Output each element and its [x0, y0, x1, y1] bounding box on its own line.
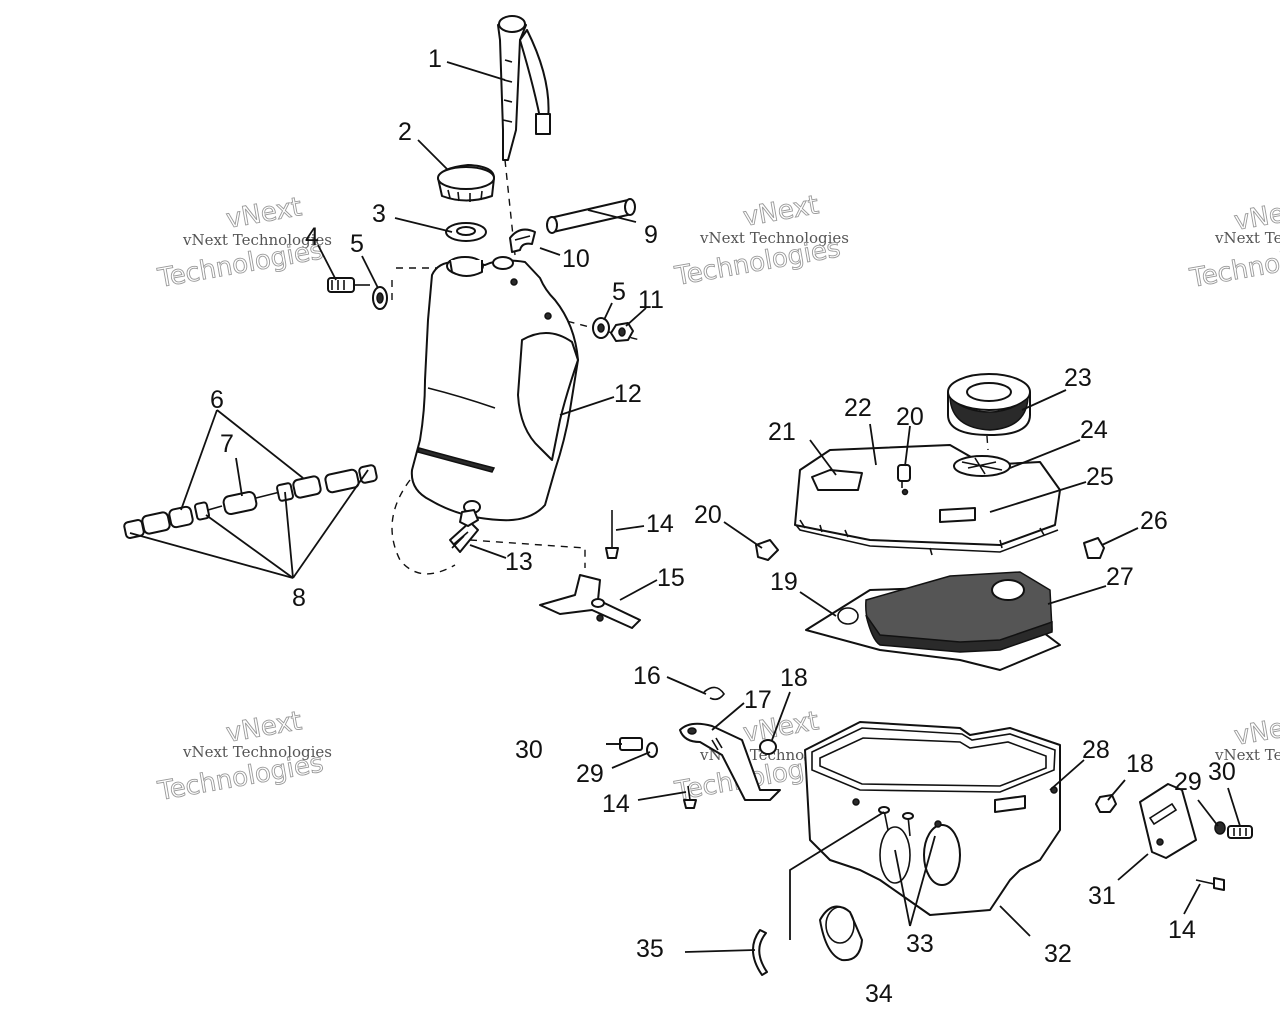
callout-14-left: 14	[602, 790, 630, 818]
part-screw-14-left	[683, 785, 697, 809]
callout-4: 4	[305, 223, 319, 251]
part-bracket-17	[679, 722, 781, 801]
part-outlet-fitting	[449, 509, 479, 553]
callout-22: 22	[844, 394, 872, 422]
part-clip-upper	[897, 464, 911, 488]
callout-2: 2	[398, 118, 412, 146]
part-screws-33	[878, 806, 914, 837]
part-clip-16	[703, 686, 725, 701]
callout-16: 16	[633, 662, 661, 690]
part-nut-18-left	[759, 739, 777, 755]
callout-19: 19	[770, 568, 798, 596]
callout-21: 21	[768, 418, 796, 446]
callout-23: 23	[1064, 364, 1092, 392]
callout-14-right: 14	[1168, 916, 1196, 944]
watermark-word: vNext	[224, 192, 304, 235]
callout-30-right: 30	[1208, 758, 1236, 786]
part-filler-tube	[497, 15, 551, 161]
part-airbox-base	[804, 721, 1061, 916]
part-bolt-30-right	[1227, 825, 1253, 839]
callout-29-right: 29	[1174, 768, 1202, 796]
callout-27: 27	[1106, 563, 1134, 591]
watermark-line: vNext Technologies	[699, 229, 849, 247]
callout-3: 3	[372, 200, 386, 228]
callout-34: 34	[865, 980, 893, 1008]
watermark-word: vNext	[741, 190, 821, 233]
part-fuel-line-set	[123, 464, 378, 539]
watermark-line: vNext Technologies	[1214, 229, 1280, 247]
callout-17: 17	[744, 686, 772, 714]
callout-8: 8	[292, 584, 306, 612]
callout-15: 15	[657, 564, 685, 592]
callout-11: 11	[638, 286, 664, 314]
watermark-mid-right: vNext vNext Technologies	[1214, 709, 1280, 764]
callout-5-right: 5	[612, 278, 626, 306]
watermark-line: vNext Technologies	[182, 231, 332, 249]
callout-18-left: 18	[780, 664, 808, 692]
callout-26: 26	[1140, 507, 1168, 535]
callout-9: 9	[644, 221, 658, 249]
watermark-top-right: vNext vNext Technologies Technologies	[1187, 194, 1280, 295]
part-nut-right	[610, 322, 634, 342]
part-foam-pad	[865, 571, 1053, 653]
callout-labels: 1 2 3 4 5 5 6 7 8 9 10 11 12 13 14 14 14…	[210, 45, 1236, 1008]
part-air-filter	[947, 373, 1031, 436]
callout-35: 35	[636, 935, 664, 963]
part-grommet	[1083, 537, 1105, 559]
watermark-group: vNext vNext Technologies Technologies vN…	[155, 190, 1280, 808]
callout-30-left: 30	[515, 736, 543, 764]
part-fuel-cap	[437, 164, 495, 202]
part-seal-ring	[445, 222, 487, 242]
callout-20-lower: 20	[694, 501, 722, 529]
part-bracket-upper	[539, 574, 641, 629]
callout-29-left: 29	[576, 760, 604, 788]
callout-18-right: 18	[1126, 750, 1154, 778]
part-elbow-fitting	[509, 228, 536, 253]
part-airbox-lid	[794, 444, 1061, 556]
callout-24: 24	[1080, 416, 1108, 444]
callout-7: 7	[220, 430, 234, 458]
callout-13: 13	[505, 548, 533, 576]
watermark-top-center: vNext vNext Technologies Technologies	[672, 190, 849, 293]
part-seal-strip	[752, 929, 768, 976]
callout-31: 31	[1088, 882, 1116, 910]
part-washer-right	[592, 317, 610, 339]
watermark-line: vNext Technologies	[182, 743, 332, 761]
callout-10: 10	[562, 245, 590, 273]
part-nut-18-right	[1095, 794, 1117, 813]
callout-28: 28	[1082, 736, 1110, 764]
callout-5-left: 5	[350, 230, 364, 258]
watermark-line: vNext Technologies	[1214, 746, 1280, 764]
callout-32: 32	[1044, 940, 1072, 968]
leader-lines	[129, 61, 1241, 953]
callout-33: 33	[906, 930, 934, 958]
callout-25: 25	[1086, 463, 1114, 491]
callout-12: 12	[614, 380, 642, 408]
part-fuel-tank	[410, 256, 579, 522]
part-washer-left	[372, 286, 388, 310]
watermark-mid-left: vNext vNext Technologies Technologies	[155, 706, 332, 808]
part-screw-14-right	[1195, 877, 1225, 891]
part-bolt-left	[327, 277, 370, 293]
part-plate-31	[1139, 783, 1197, 859]
part-clip-lower	[755, 539, 779, 561]
callout-20-upper: 20	[896, 403, 924, 431]
callout-6: 6	[210, 386, 224, 414]
part-grommet-ring	[819, 905, 863, 962]
part-washer-29-left	[646, 742, 658, 758]
part-hose	[546, 198, 636, 234]
part-screw-upper	[605, 510, 619, 559]
callout-14-upper: 14	[646, 510, 674, 538]
callout-1: 1	[428, 45, 442, 73]
